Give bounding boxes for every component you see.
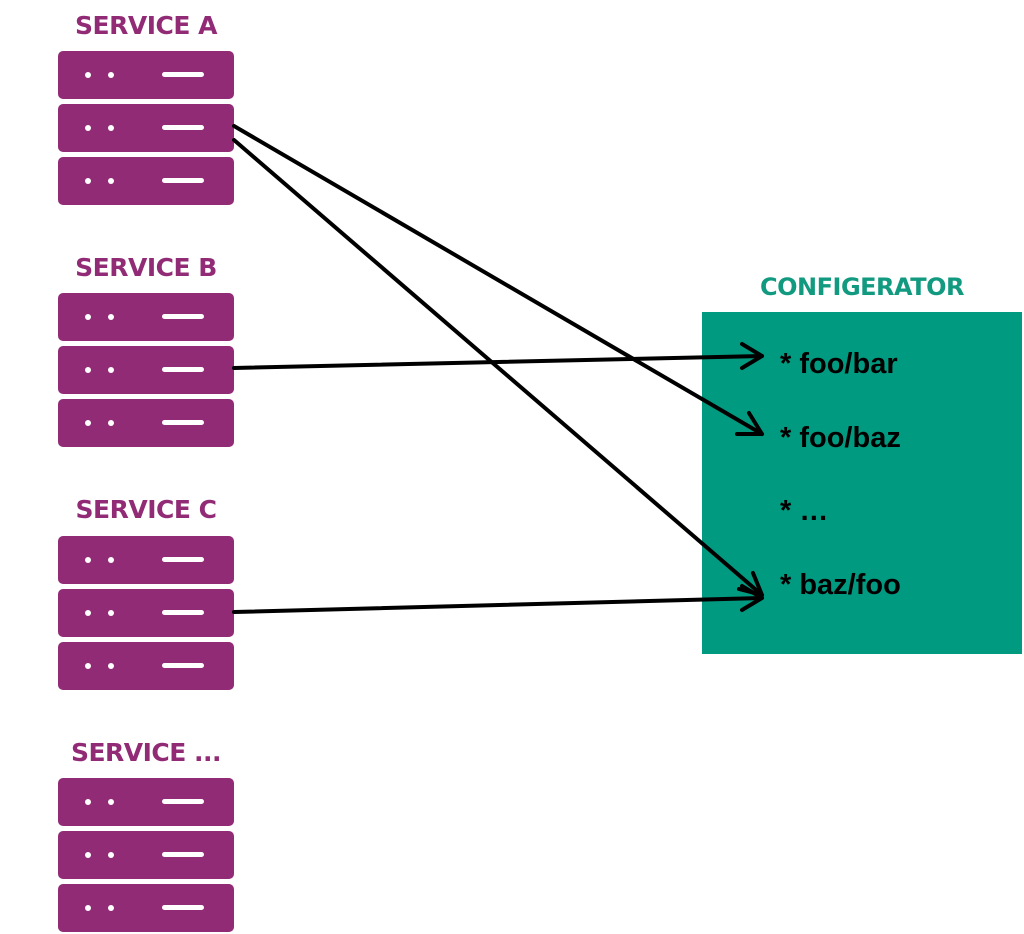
service-a-server-1 [58, 51, 234, 99]
arrow-service-c-to-baz-foo [232, 596, 764, 614]
service-b-server-3 [58, 399, 234, 447]
server-bar [162, 420, 204, 425]
server-dot [85, 663, 91, 669]
server-dot [85, 557, 91, 563]
server-bar [162, 852, 204, 857]
service-more-server-1 [58, 778, 234, 826]
server-dot [108, 72, 114, 78]
server-bar [162, 610, 204, 615]
server-dot [85, 125, 91, 131]
server-bar [162, 178, 204, 183]
arrow-service-b-to-foo-bar [232, 354, 764, 370]
service-a-server-3 [58, 157, 234, 205]
server-dot [85, 610, 91, 616]
service-more-server-2 [58, 831, 234, 879]
server-bar [162, 72, 204, 77]
service-b-server-1 [58, 293, 234, 341]
config-item-foo-baz: * foo/baz [780, 422, 901, 454]
server-dot [85, 72, 91, 78]
server-dot [108, 367, 114, 373]
arrow-service-a-to-baz-foo [232, 138, 764, 597]
service-more-title: SERVICE ... [70, 738, 222, 767]
server-dot [108, 420, 114, 426]
service-c-title: SERVICE C [75, 495, 217, 524]
server-bar [162, 557, 204, 562]
configurator-title: CONFIGERATOR [760, 273, 964, 301]
config-item-ellipsis: * … [780, 495, 829, 527]
server-dot [108, 905, 114, 911]
arrowhead-foo-baz [735, 411, 764, 436]
config-item-baz-foo: * baz/foo [780, 569, 901, 601]
server-dot [108, 610, 114, 616]
server-dot [108, 799, 114, 805]
service-c-server-1 [58, 536, 234, 584]
server-dot [85, 905, 91, 911]
server-dot [85, 420, 91, 426]
server-bar [162, 663, 204, 668]
server-dot [108, 663, 114, 669]
server-dot [108, 852, 114, 858]
server-bar [162, 799, 204, 804]
service-c-server-3 [58, 642, 234, 690]
server-dot [108, 125, 114, 131]
service-b-title: SERVICE B [75, 253, 217, 282]
service-c-server-2 [58, 589, 234, 637]
server-dot [85, 314, 91, 320]
service-a-title: SERVICE A [75, 11, 217, 40]
service-a-server-2 [58, 104, 234, 152]
server-dot [85, 799, 91, 805]
server-dot [85, 178, 91, 184]
server-dot [108, 557, 114, 563]
server-dot [85, 852, 91, 858]
server-dot [108, 178, 114, 184]
server-bar [162, 314, 204, 319]
config-item-foo-bar: * foo/bar [780, 348, 898, 380]
server-dot [108, 314, 114, 320]
service-b-server-2 [58, 346, 234, 394]
arrowhead-baz-foo-lower [740, 584, 764, 612]
server-bar [162, 125, 204, 130]
arrow-service-a-to-foo-baz [232, 124, 764, 436]
server-dot [85, 367, 91, 373]
arrowhead-foo-bar [740, 342, 764, 370]
service-more-server-3 [58, 884, 234, 932]
server-bar [162, 367, 204, 372]
server-bar [162, 905, 204, 910]
